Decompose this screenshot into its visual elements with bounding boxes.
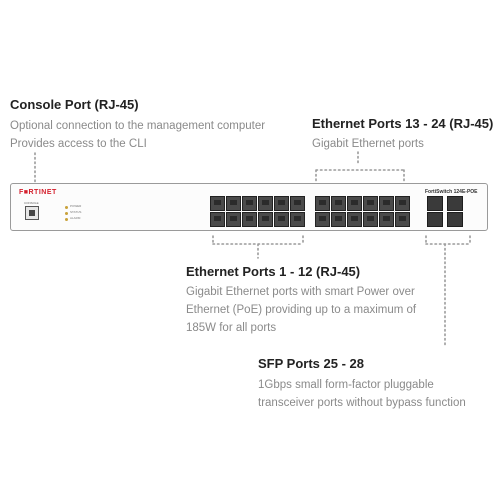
ethernet-port	[258, 212, 273, 227]
ethernet-port	[242, 212, 257, 227]
alarm-led: ALARM	[65, 216, 81, 222]
ethernet-port	[274, 212, 289, 227]
ethernet-port	[290, 212, 305, 227]
sfp-ports-callout: SFP Ports 25 - 28 1Gbps small form-facto…	[258, 356, 498, 412]
ethernet-port	[210, 212, 225, 227]
sfp-port	[427, 212, 443, 227]
ethernet-13-24-leader-line	[315, 151, 405, 183]
ethernet-1-12-desc-line1: Gigabit Ethernet ports with smart Power …	[186, 286, 415, 298]
ethernet-1-12-callout: Ethernet Ports 1 - 12 (RJ-45) Gigabit Et…	[186, 264, 446, 337]
ethernet-port	[258, 196, 273, 211]
ethernet-port	[347, 196, 362, 211]
ethernet-port	[210, 196, 225, 211]
ethernet-ports-13-24	[315, 196, 410, 227]
ethernet-port	[331, 196, 346, 211]
sfp-ports-25-28	[427, 196, 463, 227]
ethernet-13-24-callout: Ethernet Ports 13 - 24 (RJ-45) Gigabit E…	[312, 116, 497, 153]
status-led: STATUS	[65, 210, 81, 216]
power-led: POWER	[65, 204, 81, 210]
ethernet-1-12-title: Ethernet Ports 1 - 12 (RJ-45)	[186, 264, 361, 279]
sfp-ports-desc-line1: 1Gbps small form-factor pluggable	[258, 379, 434, 391]
ethernet-1-12-leader-line	[212, 235, 304, 259]
ethernet-port	[363, 212, 378, 227]
sfp-ports-title: SFP Ports 25 - 28	[258, 356, 364, 371]
ethernet-port	[226, 196, 241, 211]
ethernet-port	[274, 196, 289, 211]
console-port-desc-line2: Provides access to the CLI	[10, 138, 147, 150]
sfp-ports-desc-line2: transceiver ports without bypass functio…	[258, 397, 466, 409]
ethernet-13-24-desc: Gigabit Ethernet ports	[312, 138, 424, 150]
console-port-desc-line1: Optional connection to the management co…	[10, 120, 266, 132]
ethernet-1-12-desc-line2: Ethernet (PoE) providing up to a maximum…	[186, 304, 417, 316]
ethernet-port	[226, 212, 241, 227]
ethernet-port	[395, 212, 410, 227]
ethernet-13-24-title: Ethernet Ports 13 - 24 (RJ-45)	[312, 116, 494, 131]
console-jack-label: CONSOLE	[24, 201, 39, 205]
ethernet-port	[395, 196, 410, 211]
ethernet-ports-1-12	[210, 196, 305, 227]
fortinet-logo: F■RTINET	[19, 189, 57, 196]
console-port-jack	[25, 206, 39, 220]
status-leds: POWER STATUS ALARM	[65, 204, 81, 222]
switch-front-panel: F■RTINET FortiSwitch 124E-POE CONSOLE PO…	[10, 183, 488, 231]
ethernet-port	[379, 212, 394, 227]
sfp-port	[447, 196, 463, 211]
ethernet-port	[347, 212, 362, 227]
ethernet-port	[290, 196, 305, 211]
sfp-port	[427, 196, 443, 211]
sfp-port	[447, 212, 463, 227]
ethernet-port	[379, 196, 394, 211]
ethernet-port	[315, 196, 330, 211]
ethernet-port	[331, 212, 346, 227]
ethernet-port	[242, 196, 257, 211]
console-port-title: Console Port (RJ-45)	[10, 97, 139, 112]
model-label: FortiSwitch 124E-POE	[425, 189, 478, 195]
console-port-callout: Console Port (RJ-45) Optional connection…	[10, 97, 310, 153]
ethernet-port	[315, 212, 330, 227]
ethernet-1-12-desc-line3: 185W for all ports	[186, 322, 277, 334]
ethernet-port	[363, 196, 378, 211]
